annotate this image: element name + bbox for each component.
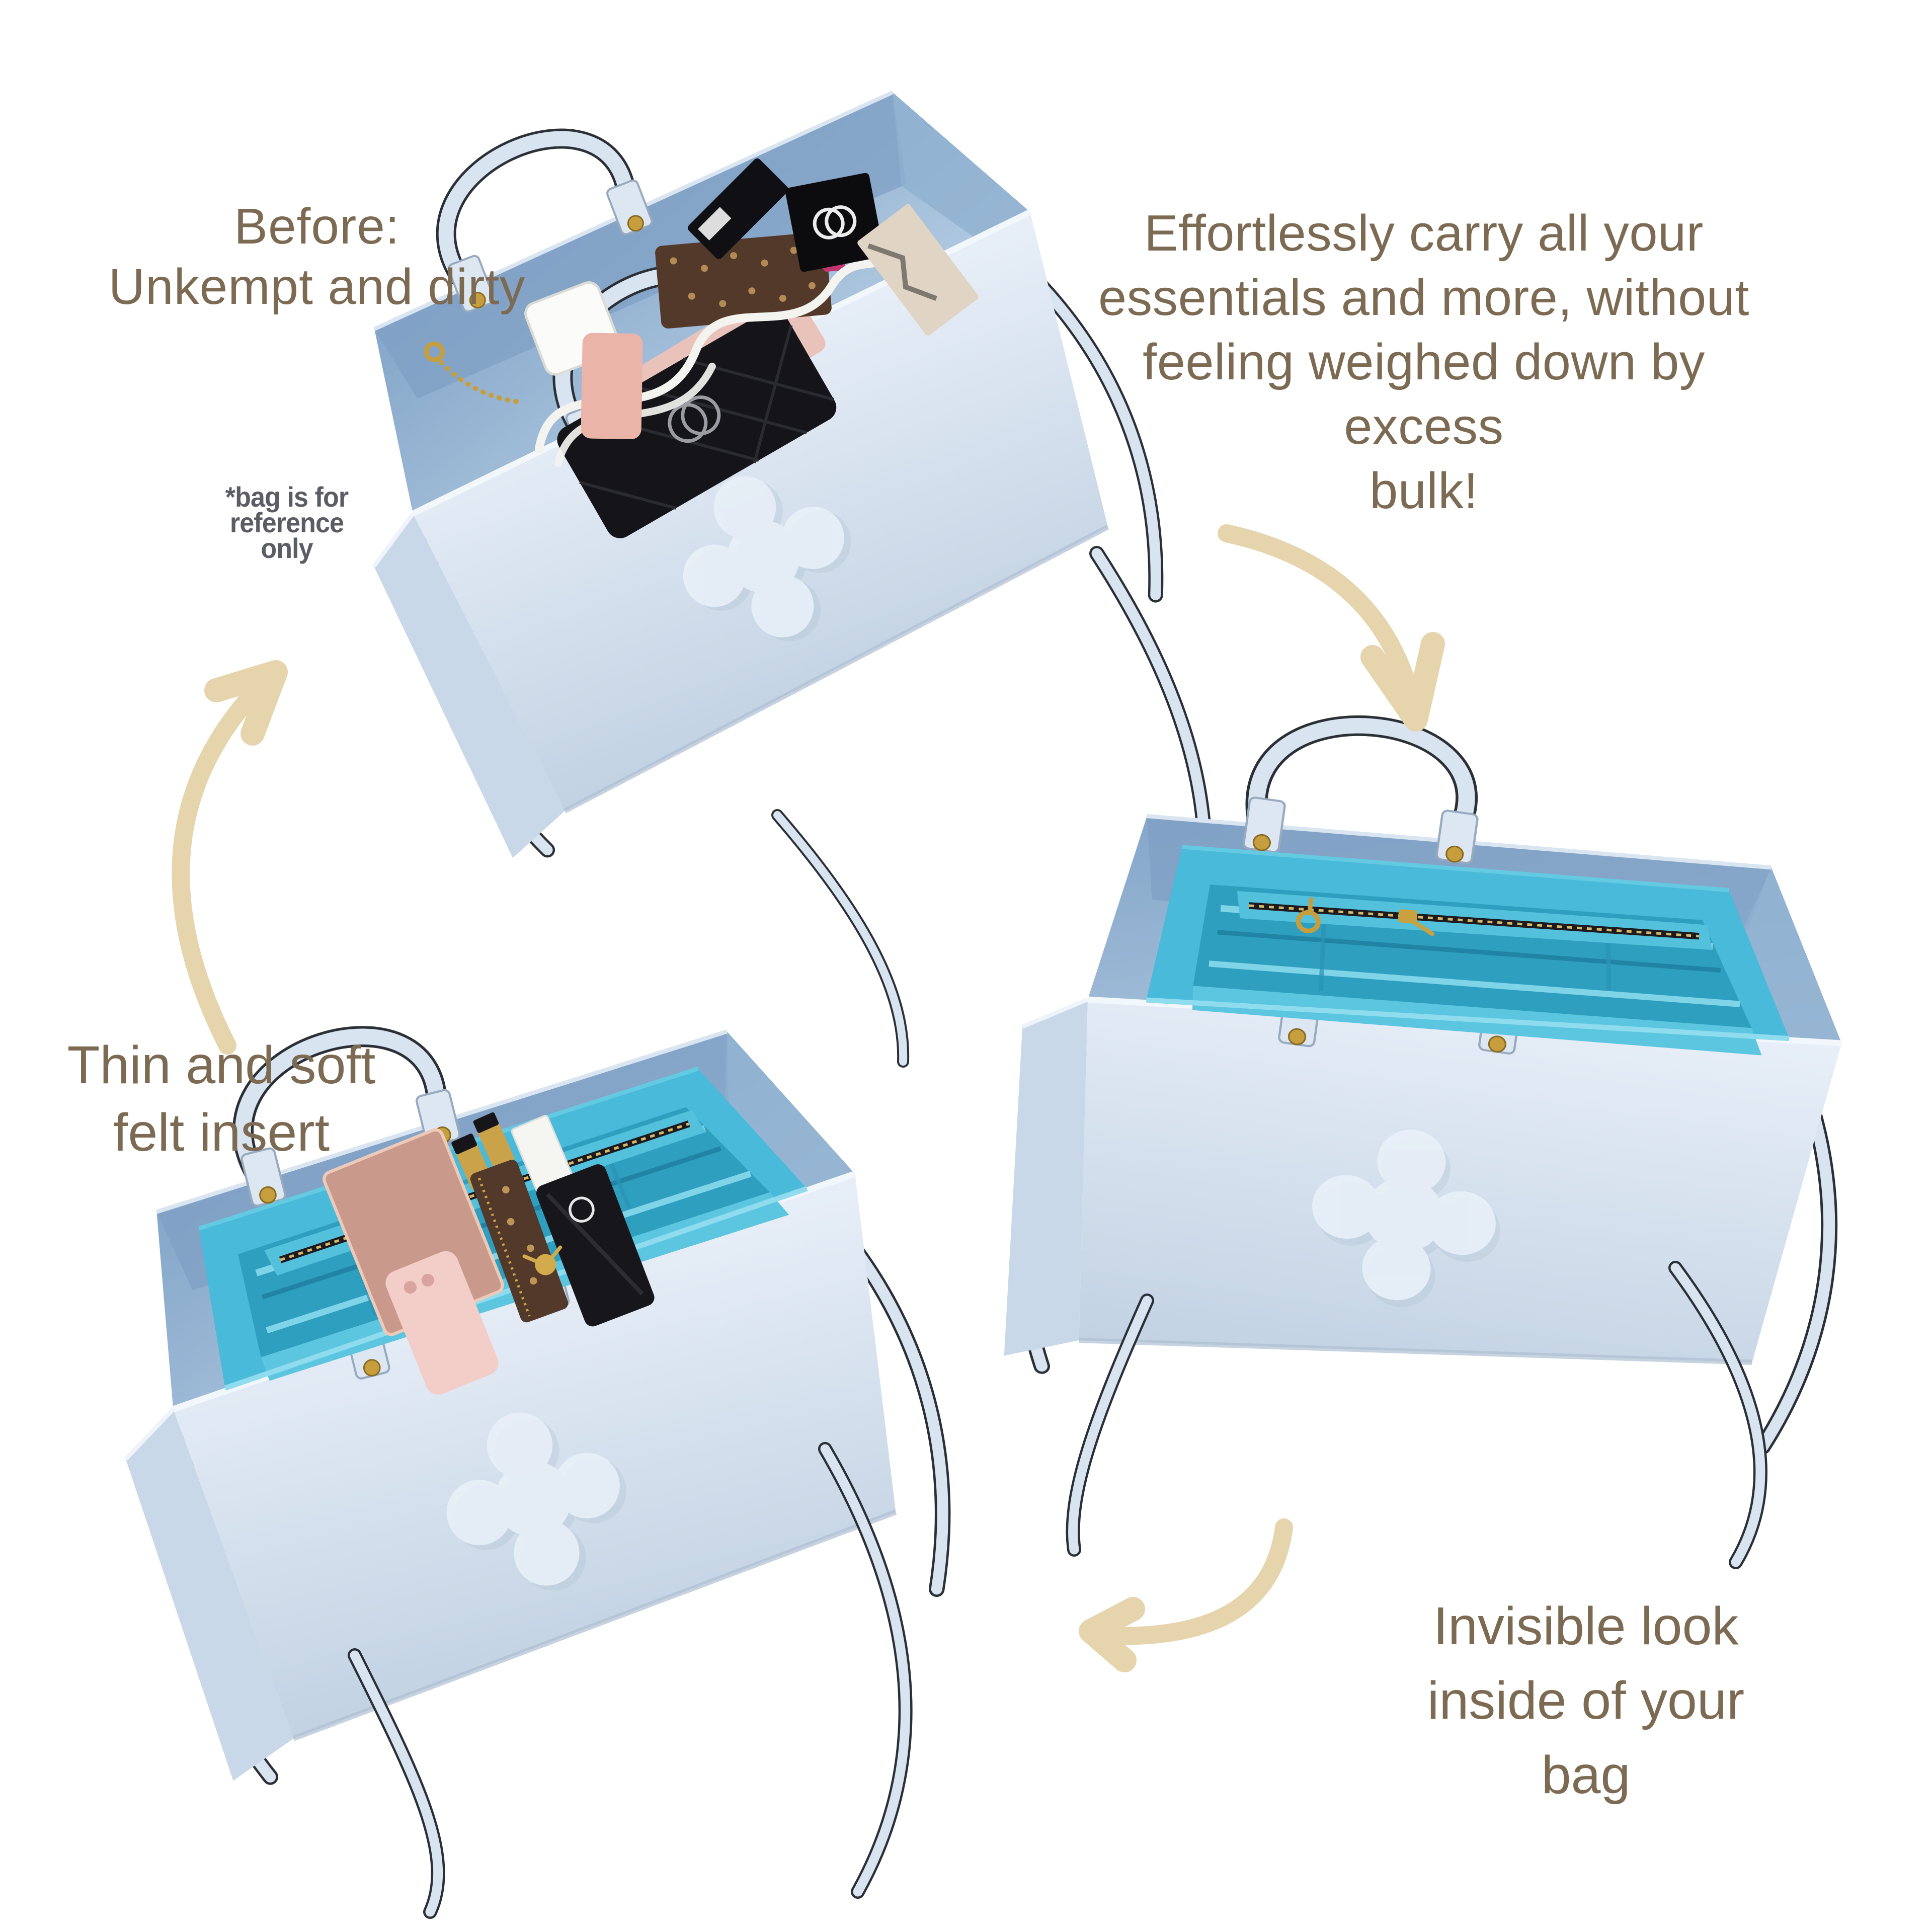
reference-note-line: only — [261, 532, 313, 564]
insert-label-line: felt insert — [113, 1103, 330, 1162]
d-ring-clasp — [1296, 897, 1321, 933]
felt-insert — [1146, 812, 1808, 1093]
zipper-slider — [1398, 909, 1435, 936]
before-label-line: Before: — [234, 198, 400, 255]
photo-bag-insert-filled — [40, 921, 978, 1919]
arrow-to-insert-filled-icon — [1079, 1518, 1293, 1672]
invisible-label-line: inside of your — [1427, 1671, 1745, 1730]
lipstick-box — [688, 158, 788, 259]
invisible-label-line: Invisible look — [1433, 1596, 1739, 1656]
reference-note-line: reference — [229, 507, 344, 538]
benefit-text-line: bulk! — [1370, 463, 1478, 519]
tote-long-straps — [348, 1442, 913, 1919]
chanel-quilted-wallet — [557, 308, 837, 538]
benefit-text: Effortlessly carry all your essentials a… — [1097, 201, 1751, 523]
lv-monogram-pouch — [470, 1160, 569, 1323]
photo-bag-insert-empty — [976, 684, 1893, 1569]
benefit-text-line: feeling weighed down by excess — [1143, 334, 1705, 455]
reference-note: *bag is for reference only — [196, 481, 378, 564]
before-label-line: Unkempt and dirty — [108, 259, 526, 315]
pink-phone — [581, 333, 643, 439]
invisible-label-line: bag — [1541, 1745, 1631, 1805]
before-label: Before: Unkempt and dirty — [91, 196, 543, 317]
gold-bow-charm — [522, 1245, 562, 1275]
benefit-text-line: Effortlessly carry all your — [1144, 205, 1704, 262]
chanel-black-box — [785, 173, 884, 272]
gold-chain — [438, 360, 524, 405]
insert-label-line: Thin and soft — [67, 1035, 376, 1095]
photo-bag-before — [252, 0, 1213, 1068]
reference-note-line: *bag is for — [225, 481, 349, 513]
cluttered-items — [438, 158, 979, 538]
arrow-to-insert-empty-icon — [1218, 524, 1445, 732]
tote-long-straps — [1066, 1261, 1767, 1569]
organized-items — [323, 1112, 655, 1395]
pink-phone — [385, 1251, 499, 1395]
benefit-text-line: essentials and more, without — [1098, 270, 1749, 326]
black-pouch — [536, 1164, 655, 1327]
fenty-beauty-box — [857, 204, 979, 336]
invisible-label: Invisible look inside of your bag — [1420, 1589, 1752, 1812]
arrow-to-before-icon — [172, 660, 288, 1055]
insert-label: Thin and soft felt insert — [48, 1031, 395, 1166]
